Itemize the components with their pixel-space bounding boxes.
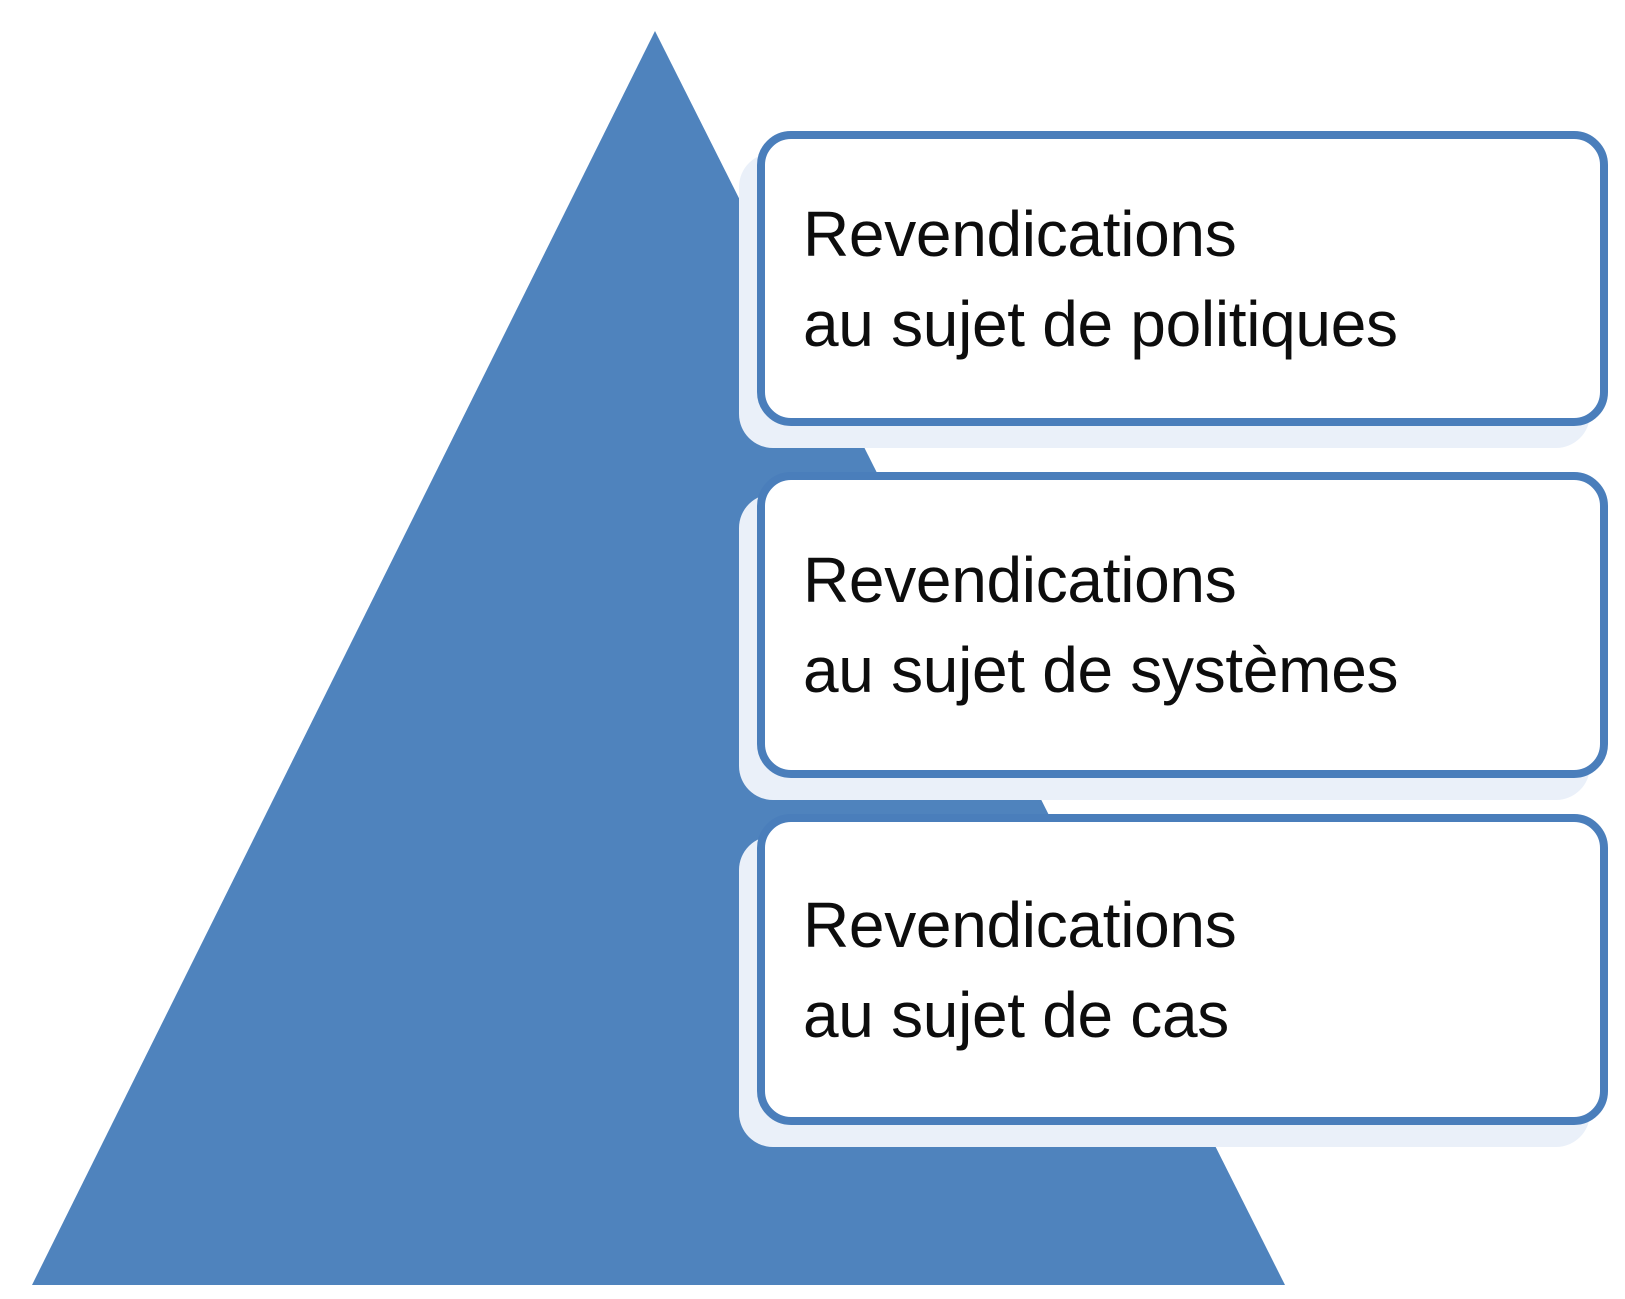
callout-policies-line-2: au sujet de politiques [803, 287, 1398, 360]
callout-cases-line-2: au sujet de cas [803, 978, 1230, 1051]
callout-cases[interactable]: Revendications au sujet de cas [757, 814, 1608, 1125]
callout-policies[interactable]: Revendications au sujet de politiques [757, 131, 1608, 426]
callout-systems[interactable]: Revendications au sujet de systèmes [757, 472, 1608, 778]
callout-systems-line-1: Revendications [803, 544, 1237, 616]
callout-policies-line-1: Revendications [803, 197, 1237, 270]
callout-cases-line-1: Revendications [803, 888, 1237, 961]
callout-systems-line-2: au sujet de systèmes [803, 634, 1399, 706]
